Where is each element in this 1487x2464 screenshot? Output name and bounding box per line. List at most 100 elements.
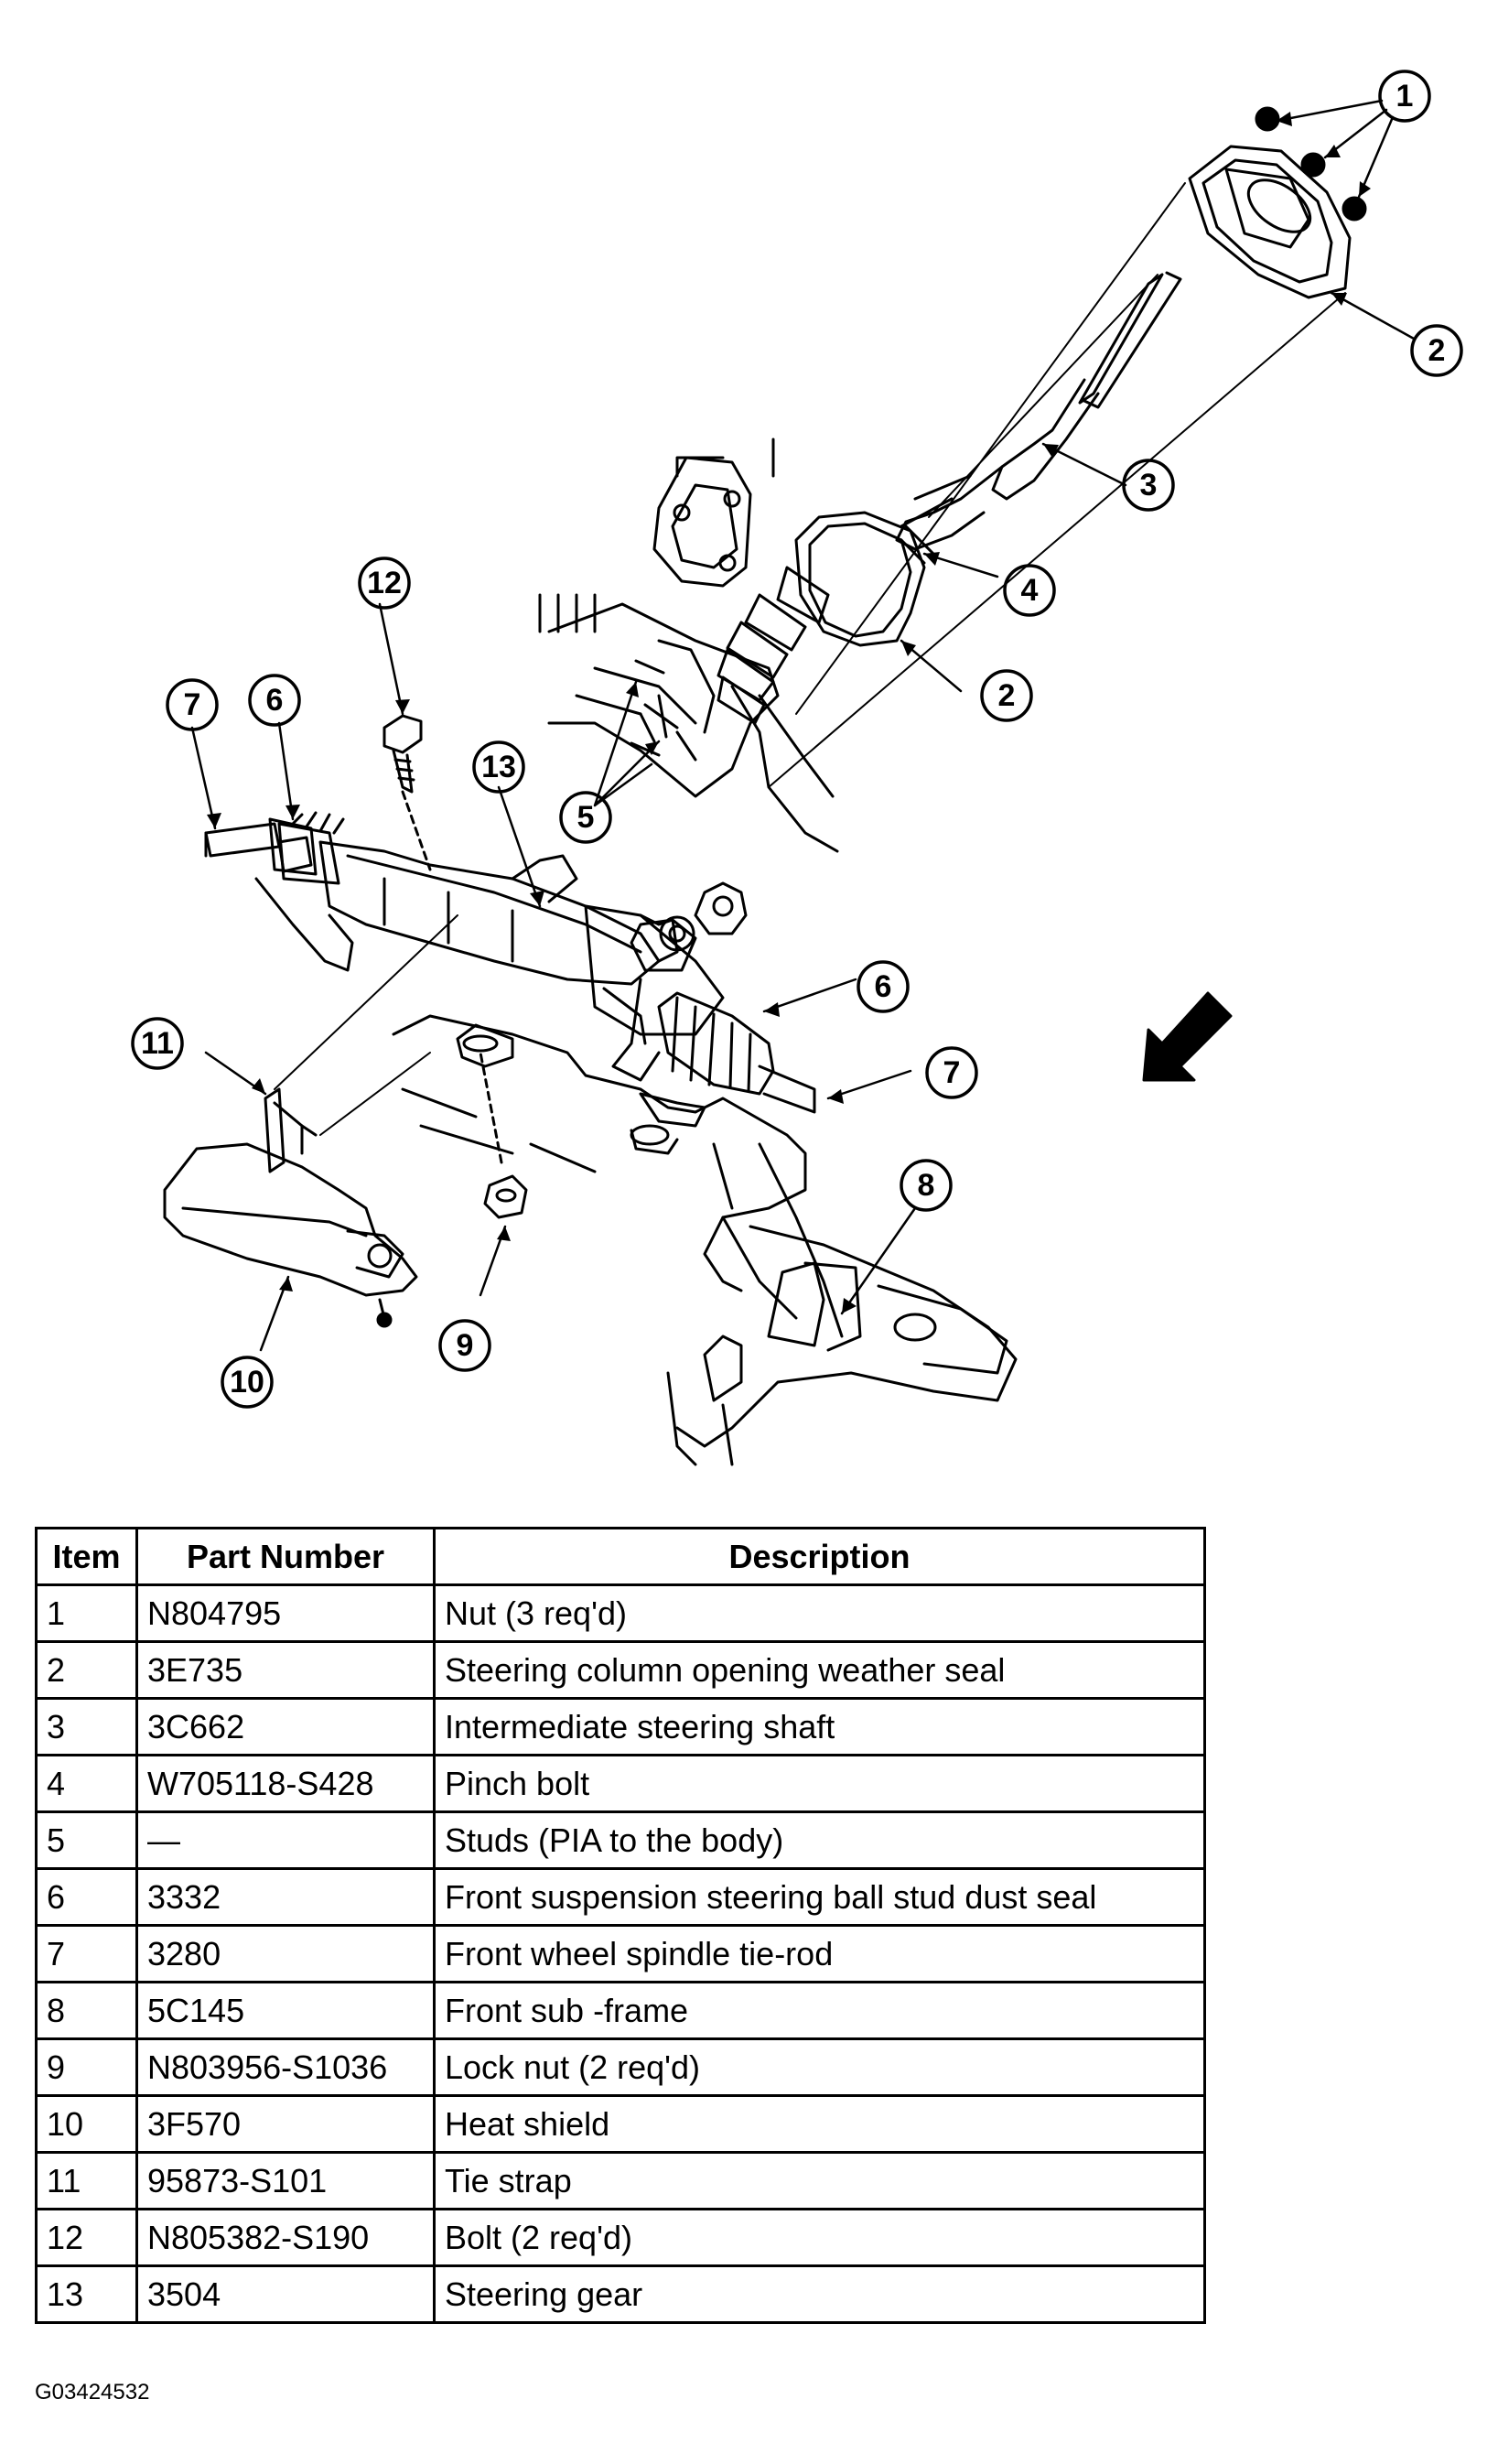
part-number-cell: 3F570 — [135, 2094, 436, 2154]
front-sub-frame — [392, 1014, 1018, 1466]
callout-circle-2-lower — [980, 669, 1033, 722]
table-row: 5—Studs (PIA to the body) — [35, 1810, 1206, 1870]
firewall-body — [538, 438, 839, 853]
item-cell: 2 — [35, 1640, 138, 1700]
description-cell: Front suspension steering ball stud dust… — [433, 1867, 1206, 1927]
part-number-cell: N804795 — [135, 1583, 436, 1643]
part-number-cell: — — [135, 1810, 436, 1870]
item-cell: 6 — [35, 1867, 138, 1927]
description-cell: Studs (PIA to the body) — [433, 1810, 1206, 1870]
callout-label-1: 1 — [1396, 79, 1414, 113]
tie-rod-right — [758, 1064, 816, 1114]
callout-circle-9 — [438, 1319, 491, 1372]
item-cell: 3 — [35, 1697, 138, 1756]
heat-shield — [163, 1142, 418, 1328]
dust-seal-right — [657, 991, 775, 1096]
callout-label-9: 9 — [457, 1328, 474, 1363]
callout-circle-6-left — [248, 674, 301, 727]
item-cell: 5 — [35, 1810, 138, 1870]
callout-label-10: 10 — [230, 1365, 264, 1400]
description-cell: Tie strap — [433, 2151, 1206, 2210]
description-cell: Steering gear — [433, 2264, 1206, 2324]
description-cell: Pinch bolt — [433, 1754, 1206, 1813]
callout-label-4: 4 — [1021, 573, 1039, 608]
part-number-cell: 5C145 — [135, 1981, 436, 2040]
callout-circle-13 — [472, 740, 525, 794]
header-part-number: Part Number — [135, 1527, 436, 1586]
part-number-cell: N803956-S1036 — [135, 2037, 436, 2097]
part-number-cell: 3E735 — [135, 1640, 436, 1700]
tie-strap — [264, 914, 458, 1173]
description-cell: Heat shield — [433, 2094, 1206, 2154]
item-cell: 1 — [35, 1583, 138, 1643]
part-number-cell: N805382-S190 — [135, 2208, 436, 2267]
item-cell: 8 — [35, 1981, 138, 2040]
callout-label-11: 11 — [141, 1026, 174, 1061]
callout-circle-12 — [358, 557, 411, 610]
leader-arrowheads — [207, 112, 1371, 1313]
callout-label-12: 12 — [367, 566, 402, 600]
exploded-view-diagram: 1 2 3 4 2 5 12 7 6 13 6 7 8 11 9 10 — [131, 70, 1463, 1466]
front-direction-arrow-icon — [1142, 991, 1233, 1082]
callout-circle-2-upper — [1410, 324, 1463, 377]
description-cell: Lock nut (2 req'd) — [433, 2037, 1206, 2097]
upper-weather-seal — [1188, 145, 1352, 299]
item-cell: 7 — [35, 1924, 138, 1983]
callout-label-3: 3 — [1140, 468, 1158, 503]
bolt — [383, 714, 432, 871]
callout-circle-3 — [1122, 459, 1175, 512]
part-number-cell: 3504 — [135, 2264, 436, 2324]
callout-label-2-upper: 2 — [1428, 333, 1446, 368]
header-item: Item — [35, 1527, 138, 1586]
callout-circles — [131, 70, 1463, 1409]
callout-label-2-lower: 2 — [998, 678, 1016, 713]
callout-circle-11 — [131, 1017, 184, 1070]
dust-seal-left — [277, 836, 313, 873]
description-cell: Nut (3 req'd) — [433, 1583, 1206, 1643]
part-number-cell: 3C662 — [135, 1697, 436, 1756]
description-cell: Intermediate steering shaft — [433, 1697, 1206, 1756]
callout-label-6-left: 6 — [266, 683, 284, 718]
leader-lines — [190, 99, 1416, 1352]
description-cell: Bolt (2 req'd) — [433, 2208, 1206, 2267]
item-cell: 10 — [35, 2094, 138, 2154]
figure-code: G03424532 — [35, 2380, 150, 2405]
callout-circle-8 — [900, 1159, 953, 1212]
item-cell: 9 — [35, 2037, 138, 2097]
callout-circle-5 — [559, 791, 612, 844]
table-header-row: Item Part Number Description — [35, 1527, 1206, 1586]
part-number-cell: 3332 — [135, 1867, 436, 1927]
item-cell: 4 — [35, 1754, 138, 1813]
item-cell: 11 — [35, 2151, 138, 2210]
callout-label-7-right: 7 — [943, 1055, 961, 1090]
callout-label-7-left: 7 — [184, 687, 201, 722]
callout-label-8: 8 — [918, 1168, 935, 1203]
studs — [630, 659, 679, 757]
nuts — [1255, 106, 1367, 222]
part-number-cell: 95873-S101 — [135, 2151, 436, 2210]
callout-label-13: 13 — [481, 750, 516, 784]
item-cell: 13 — [35, 2264, 138, 2324]
part-number-cell: 3280 — [135, 1924, 436, 1983]
item-cell: 12 — [35, 2208, 138, 2267]
callout-circle-10 — [221, 1356, 274, 1409]
callout-circle-4 — [1003, 564, 1056, 617]
steering-gear — [204, 811, 748, 1082]
description-cell: Front sub -frame — [433, 1981, 1206, 2040]
callout-label-6-right: 6 — [875, 969, 892, 1004]
callout-circle-1 — [1378, 70, 1431, 123]
part-number-cell: W705118-S428 — [135, 1754, 436, 1813]
description-cell: Steering column opening weather seal — [433, 1640, 1206, 1700]
